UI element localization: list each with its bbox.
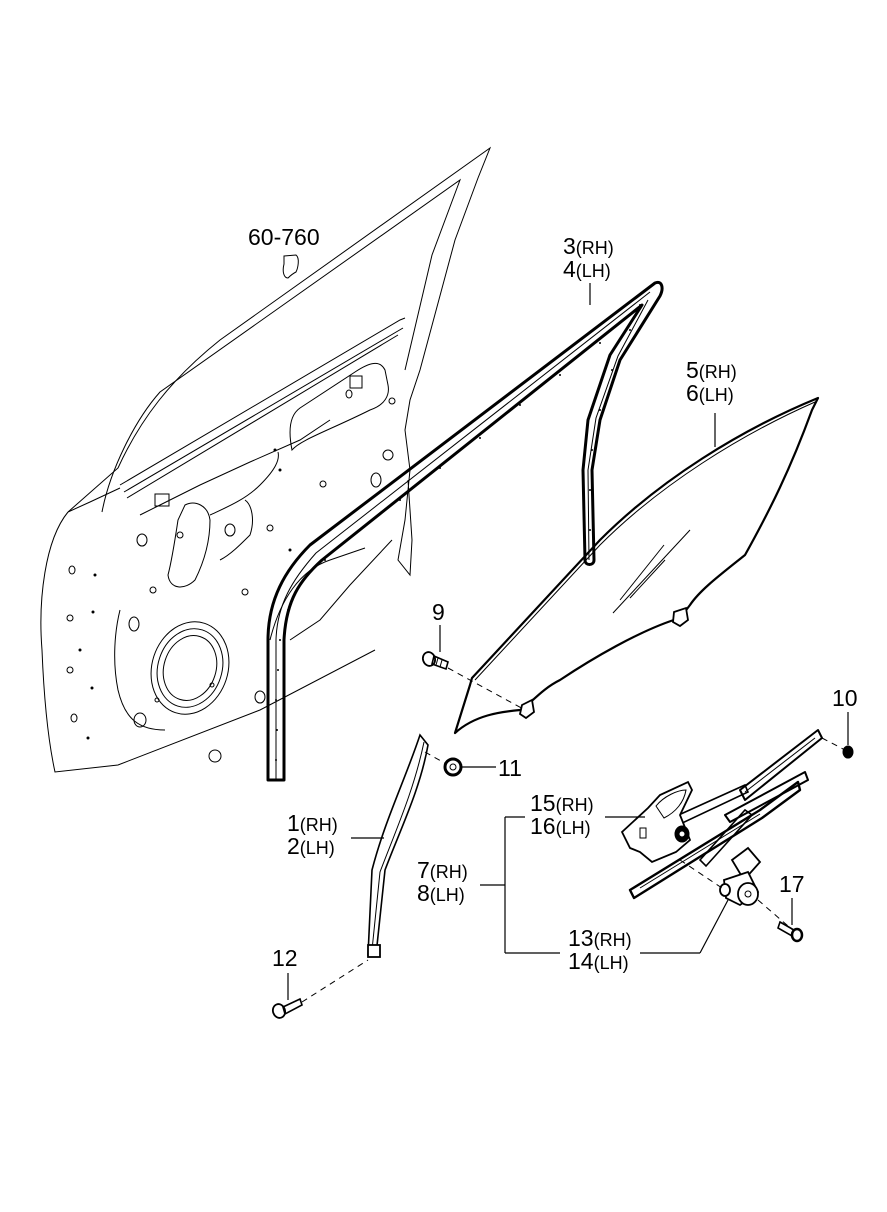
callout-17[interactable]: 17: [779, 871, 805, 897]
callout-13-14[interactable]: 13(RH) 14(LH): [568, 925, 632, 974]
bolt-12-axis: [301, 959, 369, 1003]
callout-11[interactable]: 11: [498, 755, 522, 781]
svg-text:16(LH): 16(LH): [530, 813, 591, 839]
callout-10[interactable]: 10: [832, 685, 858, 711]
svg-text:15(RH): 15(RH): [530, 790, 594, 816]
weatherstrip-dots: [275, 304, 641, 761]
callout-1-2[interactable]: 1(RH) 2(LH): [287, 810, 338, 859]
lower-channel: [367, 733, 429, 958]
window-glass: [453, 396, 820, 735]
svg-text:3(RH): 3(RH): [563, 233, 614, 259]
reference-label-60-760[interactable]: 60-760: [248, 224, 320, 250]
callout-12[interactable]: 12: [272, 945, 298, 971]
bolt-9-axis: [447, 667, 526, 711]
svg-text:1(RH): 1(RH): [287, 810, 338, 836]
glass-run-weatherstrip: [266, 280, 664, 782]
panel-dots: [78, 448, 292, 740]
regulator-motor-icon[interactable]: [719, 846, 762, 907]
callout-15-16[interactable]: 15(RH) 16(LH): [530, 790, 594, 839]
channel-bracket-icon: [367, 944, 381, 958]
svg-text:5(RH): 5(RH): [686, 357, 737, 383]
svg-text:6(LH): 6(LH): [686, 380, 734, 406]
nut-10-icon[interactable]: [842, 745, 854, 759]
callout-3-4[interactable]: 3(RH) 4(LH): [563, 233, 614, 282]
sticker-icon: [282, 254, 299, 279]
motor-axis: [679, 859, 723, 889]
svg-text:13(RH): 13(RH): [568, 925, 632, 951]
door-panel: [40, 146, 492, 773]
nut-11-axis: [424, 751, 449, 766]
bolt-12-icon[interactable]: [271, 997, 303, 1020]
svg-text:14(LH): 14(LH): [568, 948, 629, 974]
svg-text:2(LH): 2(LH): [287, 833, 335, 859]
svg-text:7(RH): 7(RH): [417, 857, 468, 883]
regulator-bracket-icon: [620, 780, 694, 864]
callout-5-6[interactable]: 5(RH) 6(LH): [686, 357, 737, 406]
bolt-9-icon[interactable]: [421, 650, 449, 671]
nut-10-axis: [821, 737, 846, 751]
svg-text:4(LH): 4(LH): [563, 256, 611, 282]
callout-7-8[interactable]: 7(RH) 8(LH): [417, 857, 468, 906]
callout-9[interactable]: 9: [432, 599, 445, 625]
panel-holes: [66, 375, 396, 763]
window-regulator: [620, 729, 823, 900]
group-leader-7-8: [480, 816, 729, 954]
svg-text:8(LH): 8(LH): [417, 880, 465, 906]
glass-clip-icon: [672, 606, 689, 628]
bolt-17-axis: [757, 899, 796, 933]
bolt-17-icon[interactable]: [777, 920, 804, 943]
nut-11-icon[interactable]: [443, 757, 463, 777]
glass-clip-icon: [518, 698, 535, 720]
